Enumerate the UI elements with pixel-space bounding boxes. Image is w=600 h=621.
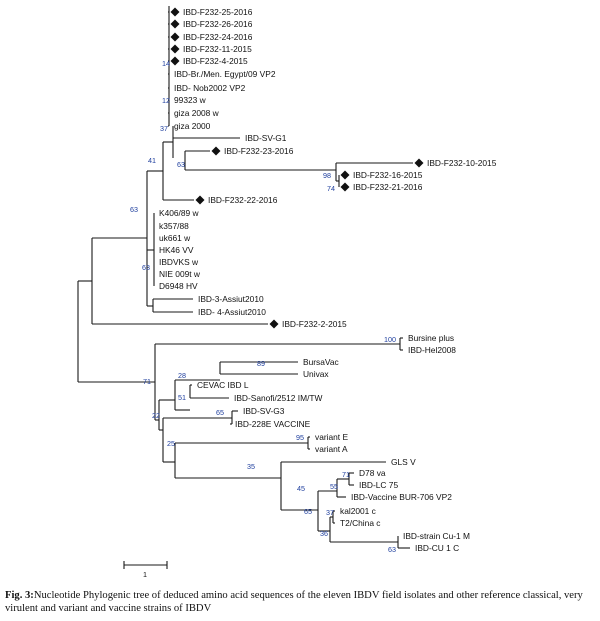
field-isolate-diamond-f10 bbox=[414, 158, 424, 168]
field-isolate-diamond-f24 bbox=[170, 32, 180, 42]
bootstrap-value-b74: 74 bbox=[327, 184, 335, 193]
bootstrap-value-b45: 45 bbox=[297, 484, 305, 493]
leaf-label-d6948: D6948 HV bbox=[159, 281, 198, 291]
field-isolate-diamond-f16 bbox=[340, 170, 350, 180]
scale-bar-label: 1 bbox=[143, 570, 147, 579]
bootstrap-value-b28: 28 bbox=[178, 371, 186, 380]
bootstrap-value-b41: 41 bbox=[148, 156, 156, 165]
leaf-label-nie: NIE 009t w bbox=[159, 269, 201, 279]
leaf-label-bur706: IBD-Vaccine BUR-706 VP2 bbox=[351, 492, 452, 502]
field-isolate-diamond-f2 bbox=[269, 319, 279, 329]
leaf-label-w99: 99323 w bbox=[174, 95, 207, 105]
field-isolate-diamond-f4 bbox=[170, 56, 180, 66]
bootstrap-value-b65a: 65 bbox=[216, 408, 224, 417]
leaf-label-f26: IBD-F232-26-2016 bbox=[183, 19, 253, 29]
bootstrap-value-b25: 25 bbox=[167, 439, 175, 448]
leaf-label-varA: variant A bbox=[315, 444, 348, 454]
bootstrap-value-b55: 55 bbox=[330, 482, 338, 491]
leaf-label-f23: IBD-F232-23-2016 bbox=[224, 146, 294, 156]
leaf-label-hk46: HK46 VV bbox=[159, 245, 194, 255]
bootstrap-value-b35: 35 bbox=[247, 462, 255, 471]
leaf-label-sanofi: IBD-Sanofi/2512 IM/TW bbox=[234, 393, 323, 403]
bootstrap-value-b100: 100 bbox=[384, 335, 396, 344]
bootstrap-value-b51: 51 bbox=[178, 393, 186, 402]
field-isolate-diamond-f22 bbox=[195, 195, 205, 205]
leaf-label-cu1m: IBD-strain Cu-1 M bbox=[403, 531, 470, 541]
leaf-label-svg1: IBD-SV-G1 bbox=[245, 133, 287, 143]
leaf-label-kal: kal2001 c bbox=[340, 506, 376, 516]
bootstrap-value-b63d: 63 bbox=[388, 545, 396, 554]
leaf-label-nob: IBD- Nob2002 VP2 bbox=[174, 83, 246, 93]
leaf-label-univax: Univax bbox=[303, 369, 329, 379]
leaf-label-k406: K406/89 w bbox=[159, 208, 200, 218]
bootstrap-value-b37: 37 bbox=[160, 124, 168, 133]
leaf-label-svg3: IBD-SV-G3 bbox=[243, 406, 285, 416]
leaf-label-cu1c: IBD-CU 1 C bbox=[415, 543, 459, 553]
leaf-label-varE: variant E bbox=[315, 432, 348, 442]
phylogenetic-tree: IBD-F232-25-2016IBD-F232-26-2016IBD-F232… bbox=[77, 6, 497, 579]
figure-caption-prefix: Fig. 3: bbox=[5, 590, 34, 601]
bootstrap-value-b63a: 63 bbox=[177, 160, 185, 169]
leaf-label-bursine: Bursine plus bbox=[408, 333, 454, 343]
leaf-label-f21: IBD-F232-21-2016 bbox=[353, 182, 423, 192]
bootstrap-value-b14: 14 bbox=[162, 59, 170, 68]
bootstrap-value-b71b: 71 bbox=[342, 470, 350, 479]
leaf-label-lc75: IBD-LC 75 bbox=[359, 480, 398, 490]
leaf-label-brmen: IBD-Br./Men. Egypt/09 VP2 bbox=[174, 69, 276, 79]
bootstrap-value-b36: 36 bbox=[320, 529, 328, 538]
leaf-label-ibdvks: IBDVKS w bbox=[159, 257, 199, 267]
bootstrap-value-b71: 71 bbox=[143, 377, 151, 386]
leaf-label-gls: GLS V bbox=[391, 457, 416, 467]
bootstrap-value-b98: 98 bbox=[323, 171, 331, 180]
bootstrap-value-b95: 95 bbox=[296, 433, 304, 442]
leaf-label-d78: D78 va bbox=[359, 468, 386, 478]
leaf-label-f10: IBD-F232-10-2015 bbox=[427, 158, 497, 168]
field-isolate-diamond-f23 bbox=[211, 146, 221, 156]
bootstrap-value-b22: 22 bbox=[152, 411, 160, 420]
leaf-label-uk661: uk661 w bbox=[159, 233, 191, 243]
bootstrap-value-b63b: 63 bbox=[130, 205, 138, 214]
bootstrap-value-b63c: 63 bbox=[142, 263, 150, 272]
leaf-label-as4: IBD- 4-Assiut2010 bbox=[198, 307, 266, 317]
figure-caption-text: Nucleotide Phylogenic tree of deduced am… bbox=[5, 590, 583, 614]
field-isolate-diamond-f11 bbox=[170, 44, 180, 54]
leaf-label-giza08: giza 2008 w bbox=[174, 108, 220, 118]
leaf-label-bursavac: BursaVac bbox=[303, 357, 339, 367]
leaf-label-giza00: giza 2000 bbox=[174, 121, 211, 131]
bootstrap-value-b89: 89 bbox=[257, 359, 265, 368]
bootstrap-value-b65b: 65 bbox=[304, 507, 312, 516]
leaf-label-f16: IBD-F232-16-2015 bbox=[353, 170, 423, 180]
leaf-label-f2: IBD-F232-2-2015 bbox=[282, 319, 347, 329]
leaf-label-k357: k357/88 bbox=[159, 221, 189, 231]
field-isolate-diamond-f25 bbox=[170, 7, 180, 17]
leaf-label-t2: T2/China c bbox=[340, 518, 381, 528]
leaf-label-f25: IBD-F232-25-2016 bbox=[183, 7, 253, 17]
leaf-label-cevac: CEVAC IBD L bbox=[197, 380, 249, 390]
leaf-label-hel: IBD-Hel2008 bbox=[408, 345, 456, 355]
leaf-label-f11: IBD-F232-11-2015 bbox=[183, 44, 252, 54]
field-isolate-diamond-f21 bbox=[340, 182, 350, 192]
field-isolate-diamond-f26 bbox=[170, 19, 180, 29]
leaf-label-f22: IBD-F232-22-2016 bbox=[208, 195, 278, 205]
leaf-label-f24: IBD-F232-24-2016 bbox=[183, 32, 253, 42]
figure-caption: Fig. 3:Nucleotide Phylogenic tree of ded… bbox=[5, 590, 597, 615]
leaf-label-v228: IBD-228E VACCINE bbox=[235, 419, 311, 429]
bootstrap-value-b12: 12 bbox=[162, 96, 170, 105]
leaf-label-f4: IBD-F232-4-2015 bbox=[183, 56, 248, 66]
bootstrap-value-b37b: 37 bbox=[326, 508, 334, 517]
leaf-label-as3: IBD-3-Assiut2010 bbox=[198, 294, 264, 304]
